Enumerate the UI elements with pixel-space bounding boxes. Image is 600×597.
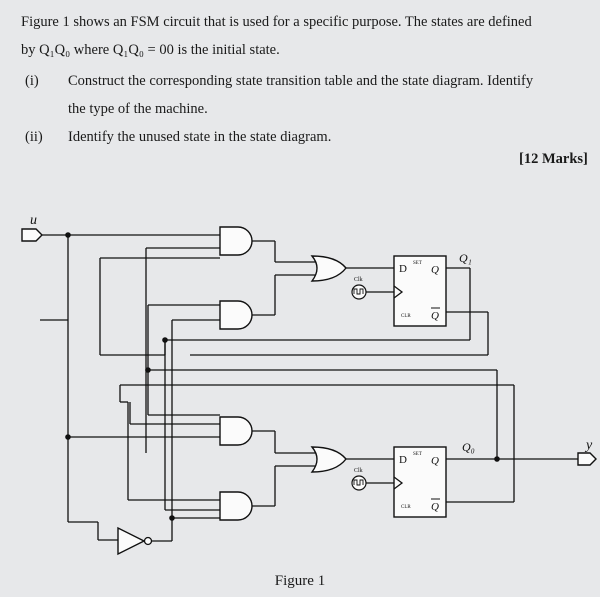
d-flipflop-q0 [393, 446, 447, 518]
ff0-qbar-label: Q [431, 501, 439, 513]
output-port-y [577, 452, 597, 466]
clock-source-1 [351, 284, 367, 300]
ff1-qbar-label: Q [431, 310, 439, 322]
part-i-line1: Construct the corresponding state transi… [68, 73, 534, 89]
q1-output-label: Q₁ [459, 251, 472, 265]
part-ii-marker: (ii) [25, 129, 43, 145]
ff1-clr-label: CLR [401, 314, 411, 319]
ff1-set-label: SET [413, 261, 422, 266]
and-gate-3 [219, 416, 253, 446]
input-port-u [21, 228, 43, 242]
and-gate-4 [219, 491, 253, 521]
and-gate-2 [219, 300, 253, 330]
part-i-marker: (i) [25, 73, 39, 89]
clock-source-2 [351, 475, 367, 491]
q0-output-label: Q₀ [462, 440, 475, 454]
ff0-d-label: D [399, 454, 407, 466]
question-intro-line2: by Q₁Q₀ where Q₁Q₀ = 00 is the initial s… [21, 42, 280, 58]
d-flipflop-q1 [393, 255, 447, 327]
part-i-line2: the type of the machine. [68, 101, 208, 117]
ff0-q-label: Q [431, 455, 439, 467]
ff1-d-label: D [399, 263, 407, 275]
question-intro-line1: Figure 1 shows an FSM circuit that is us… [21, 14, 532, 30]
clk-label-2: Clk [354, 468, 363, 474]
and-gate-1 [219, 226, 253, 256]
inverter-gate [117, 526, 146, 556]
clk-label-1: Clk [354, 277, 363, 283]
or-gate-2 [310, 446, 347, 473]
figure-caption: Figure 1 [274, 573, 326, 589]
ff0-set-label: SET [413, 452, 422, 457]
ff0-clr-label: CLR [401, 505, 411, 510]
part-ii-line1: Identify the unused state in the state d… [68, 129, 332, 145]
or-gate-1 [310, 255, 347, 282]
output-label-y: y [584, 438, 593, 453]
ff1-q-label: Q [431, 264, 439, 276]
marks-label: [12 Marks] [519, 151, 588, 167]
input-label-u: u [30, 213, 37, 228]
